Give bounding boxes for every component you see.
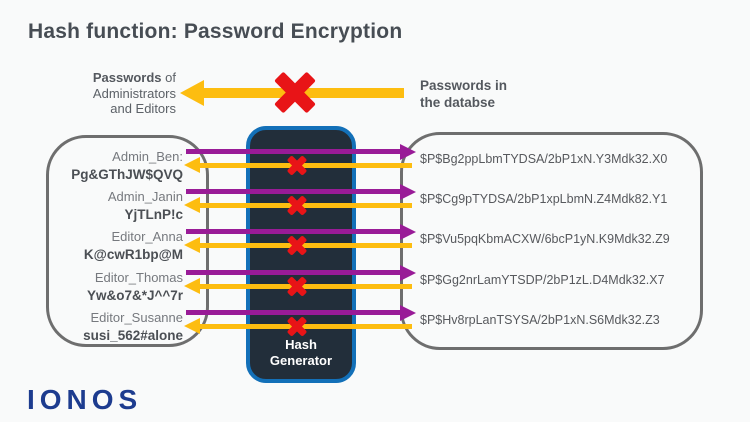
- hashing-arrowhead-icon: [400, 305, 416, 321]
- credential-label: Editor_Susanne susi_562#alone: [0, 309, 183, 345]
- username: Admin_Ben:: [112, 149, 183, 164]
- hashing-arrowhead-icon: [400, 144, 416, 160]
- hash-value: $P$Cg9pTYDSA/2bP1xpLbmN.Z4Mdk82.Y1: [420, 192, 668, 206]
- hashes-panel: [400, 132, 703, 350]
- annotation-passwords-origin-line3: and Editors: [110, 101, 176, 116]
- return-arrowhead-icon: [184, 237, 200, 253]
- annotation-passwords-database: Passwords in the databse: [420, 77, 507, 111]
- cross-icon: [286, 315, 308, 337]
- ionos-logo: IONOS: [27, 384, 143, 415]
- return-arrow: [200, 324, 412, 329]
- passwords-panel: [46, 135, 209, 347]
- hashing-arrow: [186, 229, 402, 234]
- hash-generator-label: Hash Generator: [250, 337, 352, 369]
- password: Yw&o7&*J^^7r: [86, 288, 183, 303]
- return-arrow: [200, 284, 412, 289]
- blocked-reverse-arrowhead-icon: [180, 80, 204, 106]
- return-arrow: [200, 243, 412, 248]
- credential-label: Editor_Anna K@cwR1bp@M: [0, 228, 183, 264]
- password: susi_562#alone: [83, 328, 183, 343]
- hashing-arrow: [186, 189, 402, 194]
- hash-generator-label-line1: Hash: [285, 337, 317, 352]
- return-arrow: [200, 163, 412, 168]
- return-arrowhead-icon: [184, 197, 200, 213]
- username: Editor_Anna: [111, 229, 183, 244]
- annotation-passwords-origin: Passwords of Administrators and Editors: [40, 70, 176, 117]
- hashing-arrow: [186, 310, 402, 315]
- hashing-arrowhead-icon: [400, 184, 416, 200]
- cross-icon: [272, 69, 318, 115]
- hash-value: $P$Vu5pqKbmACXW/6bcP1yN.K9Mdk32.Z9: [420, 232, 670, 246]
- hashing-arrow: [186, 270, 402, 275]
- hash-generator-label-line2: Generator: [269, 353, 333, 368]
- annotation-passwords-origin-line2: Administrators: [92, 85, 176, 101]
- hashing-arrowhead-icon: [400, 265, 416, 281]
- hash-value: $P$Bg2ppLbmTYDSA/2bP1xN.Y3Mdk32.X0: [420, 152, 668, 166]
- username: Admin_Janin: [107, 189, 183, 204]
- username: Editor_Thomas: [94, 270, 183, 285]
- cross-icon: [286, 234, 308, 256]
- annotation-passwords-database-line1: Passwords in: [420, 78, 508, 93]
- cross-icon: [286, 154, 308, 176]
- cross-icon: [286, 194, 308, 216]
- annotation-passwords-database-line2: the databse: [420, 95, 496, 110]
- credential-label: Editor_Thomas Yw&o7&*J^^7r: [0, 269, 183, 305]
- annotation-passwords-origin-bold: Passwords: [92, 70, 162, 85]
- password: YjTLnP!c: [124, 207, 183, 222]
- hash-value: $P$Hv8rpLanTSYSA/2bP1xN.S6Mdk32.Z3: [420, 313, 660, 327]
- return-arrow: [200, 203, 412, 208]
- hashing-arrowhead-icon: [400, 224, 416, 240]
- return-arrowhead-icon: [184, 278, 200, 294]
- page-title: Hash function: Password Encryption: [28, 20, 403, 43]
- password: K@cwR1bp@M: [83, 247, 183, 262]
- credential-label: Admin_Janin YjTLnP!c: [0, 188, 183, 224]
- return-arrowhead-icon: [184, 318, 200, 334]
- return-arrowhead-icon: [184, 157, 200, 173]
- cross-icon: [286, 275, 308, 297]
- hashing-arrow: [186, 149, 402, 154]
- annotation-passwords-origin-rest: of: [161, 70, 176, 85]
- hash-value: $P$Gg2nrLamYTSDP/2bP1zL.D4Mdk32.X7: [420, 273, 665, 287]
- password: Pg&GThJW$QVQ: [71, 167, 183, 182]
- username: Editor_Susanne: [90, 310, 183, 325]
- credential-label: Admin_Ben: Pg&GThJW$QVQ: [0, 148, 183, 184]
